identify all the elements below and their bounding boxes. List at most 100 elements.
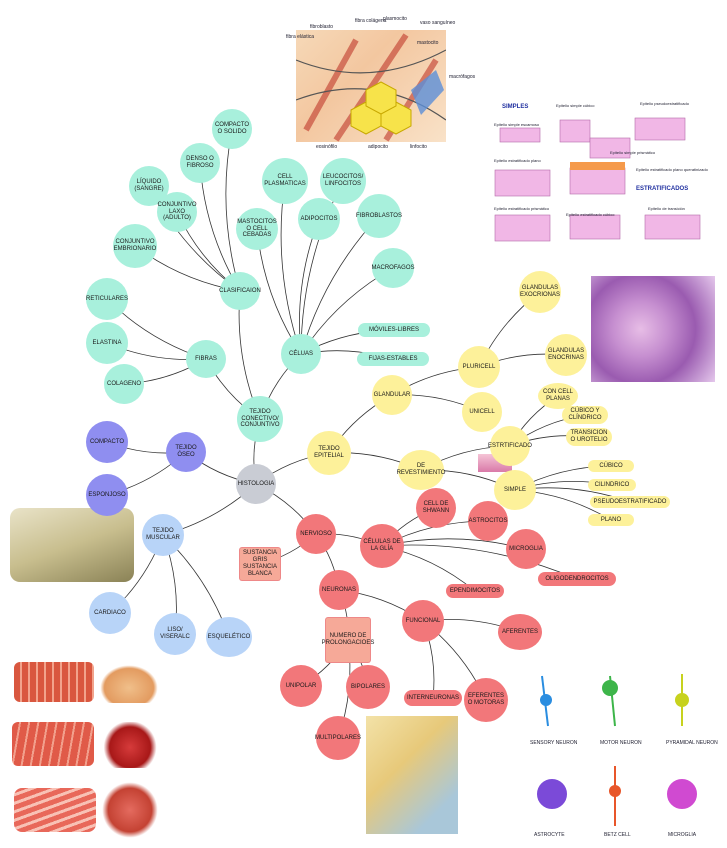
label-microglia-img: MICROGLIA [668, 832, 697, 838]
label-betz-cell: BETZ CELL [604, 832, 631, 838]
muscle-smooth-illustration [14, 788, 96, 832]
tejido-conectivo-node: TEJIDO CONECTIVO/ CONJUNTIVO [237, 396, 283, 442]
histologia-node: HISTOLOGIA [236, 464, 276, 504]
transicion-urotelio-node: TRANSICION O UROTELIO [566, 428, 612, 446]
nerve-tissue-illustration [366, 716, 458, 834]
cilindrico-node: CILINDRICO [588, 479, 636, 491]
de-revestimiento-node: DE REVESTIMIENTO [397, 450, 445, 490]
glandulas-exocrinas-node: GLANDULAS EXOCRIONAS [519, 271, 561, 313]
title-simples: SIMPLES [502, 104, 529, 110]
mastocitos-node: MASTOCITOS O CELL CEBADAS [236, 208, 278, 250]
tejido-oseo-node: TEJIDO ÓSEO [166, 432, 206, 472]
heart-illustration [104, 722, 162, 768]
elastina-node: ELASTINA [86, 322, 128, 364]
tejido-muscular-node: TEJIDO MUSCULAR [142, 514, 184, 556]
neuron-types-illustration [520, 666, 720, 842]
label-epi-5: Epitelio estratificado plano [494, 158, 541, 163]
fibras-node: FIBRAS [186, 340, 226, 378]
sustancia-box: SUSTANCIA GRIS SUSTANCIA BLANCA [240, 548, 280, 580]
connector-line [225, 128, 241, 292]
eferentes-node: EFERENTES O MOTORAS [464, 678, 508, 722]
bipolares-node: BIPOLARES [346, 665, 390, 709]
connector-line [381, 544, 578, 580]
label-adipocito: adipocito [368, 144, 389, 150]
gland-histology-photo [591, 276, 715, 382]
colageno-node: COLAGENO [104, 364, 144, 404]
label-fibra-elastica: fibra elástica [286, 34, 315, 40]
nervioso-node: NERVIOSO [296, 514, 336, 554]
neuronas-node: NEURONAS [319, 570, 359, 610]
esqueletico-node: ESQUELÉTICO [206, 617, 252, 657]
funcional-node: FUNCIONAL [402, 600, 444, 642]
denso-fibroso-node: DENSO O FIBROSO [180, 143, 220, 183]
interneuronas-node: INTERNEURONAS [404, 690, 462, 706]
pluricell-node: PLURICELL [458, 346, 500, 388]
oseo-compacto-node: COMPACTO [86, 421, 128, 463]
adipocitos-node: ADIPOCITOS [298, 198, 340, 240]
label-fibroblasto: fibroblasto [310, 24, 334, 30]
connective-tissue-illustration [296, 30, 446, 142]
muscle-cardiac-illustration [12, 722, 94, 766]
label-linfocito: linfocito [410, 144, 427, 150]
oseo-esponjoso-node: ESPONJOSO [86, 474, 128, 516]
label-motor-neuron: MOTOR NEURON [600, 740, 642, 746]
cell-plasmaticas-node: CELL PLASMATICAS [262, 158, 308, 204]
label-pyramidal-neuron: PYRAMIDAL NEURON [666, 740, 718, 746]
connector-line [280, 180, 302, 355]
label-epi-6: Epitelio estratificado plano queratiniza… [636, 167, 708, 172]
label-epi-8: Epitelio estratificado cúbico [566, 212, 615, 217]
cell-planas-node: CON CELL PLANAS [538, 383, 578, 409]
label-epi-2: Epitelio simple cúbico [556, 103, 595, 108]
oligodendrocitos-node: OLIGODENDROCITOS [538, 572, 616, 586]
label-macrofagos: macrófagos [449, 74, 476, 80]
multipolares-node: MULTIPOLARES [315, 716, 361, 760]
liso-node: LISO/ VISERALC [154, 613, 196, 655]
macrofagos-node: MACROFAGOS [372, 248, 415, 288]
pseudoestratificado-node: PSEUDOESTRATIFICADO [590, 496, 670, 508]
estratificado-node: ESTRTIFICADO [488, 426, 532, 466]
cell-shwann-node: CELL DE SHWANN [416, 488, 456, 528]
clasificacion-node: CLASIFICAION [219, 272, 261, 310]
label-mastocito: mastocito [417, 40, 439, 46]
simple-node: SIMPLE [494, 470, 536, 510]
bone-illustration [10, 508, 134, 582]
reticulares-node: RETICULARES [86, 278, 128, 320]
astrocitos-node: ASTROCITOS [468, 501, 508, 541]
leucocitos-node: LEUCOCITOS/ LINFOCITOS [320, 158, 366, 204]
label-fibra-colagena: fibra colágena [355, 18, 387, 24]
label-eosinofilo: eosinófilo [316, 144, 338, 150]
label-epi-3: Epitelio pseudoestratificado [640, 101, 689, 106]
cardiaco-node: CARDIACO [89, 592, 131, 634]
celulas-glia-node: CÉLULAS DE LA GLÍA [360, 524, 404, 568]
microglia-node: MICROGLIA [506, 529, 546, 569]
plano-node: PLANO [588, 514, 634, 526]
cubico-node: CÚBICO [588, 460, 634, 472]
title-estratificados: ESTRATIFICADOS [636, 186, 689, 192]
label-vaso: vaso sanguíneo [420, 20, 456, 26]
cubico-cilindrico-node: CÚBICO Y CLÍNDRICO [562, 406, 608, 424]
conjuntivo-laxo-node: CONJUNTIVO LAXO (ADULTO) [157, 192, 197, 232]
compacto-solido-node: COMPACTO O SOLIDO [212, 109, 252, 149]
epithelium-types-illustration [490, 100, 710, 250]
muscle-skeletal-illustration [14, 662, 94, 702]
prolongaciones-box: NUMERO DE PROLONGACIOES [322, 618, 374, 662]
celulas-node: CÉLUAS [281, 334, 321, 374]
ependimocitos-node: EPENDIMOCITOS [446, 584, 504, 598]
unicell-node: UNICELL [462, 392, 502, 432]
glandulas-enocrinas-node: GLANDULAS ENOCRINAS [545, 334, 587, 376]
label-epi-1: Epitelio simple escamoso [494, 122, 540, 127]
label-astrocyte: ASTROCYTE [534, 832, 565, 838]
aferentes-node: AFERENTES [498, 614, 542, 650]
label-sensory-neuron: SENSORY NEURON [530, 740, 578, 746]
label-plasmocito: plasmocito [383, 16, 407, 22]
label-epi-9: Epitelio de transición [648, 206, 685, 211]
fibroblastos-node: FIBROBLASTOS [356, 194, 402, 238]
intestine-illustration [102, 782, 158, 838]
moviles-libres-node: MÓVILES-LIBRES [358, 323, 430, 337]
glandular-node: GLANDULAR [372, 375, 412, 415]
tejido-epitelial-node: TEJIDO EPITELIAL [307, 431, 351, 475]
conjuntivo-embrionario-node: CONJUNTIVO EMBRIONARIO [113, 224, 157, 268]
label-epi-7: Epitelio estratificado prismático [494, 206, 550, 211]
label-epi-4: Epitelio simple prismático [610, 150, 656, 155]
unipolar-node: UNIPOLAR [280, 665, 322, 707]
